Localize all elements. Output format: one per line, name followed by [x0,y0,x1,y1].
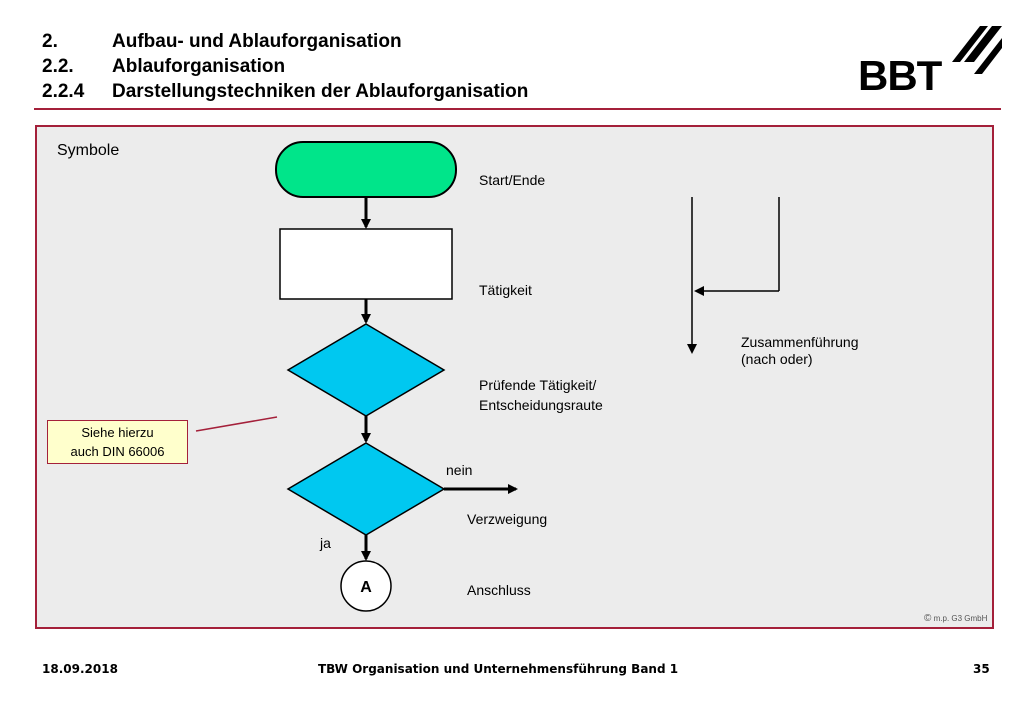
note-line-2: auch DIN 66006 [70,444,165,459]
footer-date: 18.09.2018 [42,662,118,676]
decision-label-line2: Entscheidungsraute [479,397,603,413]
title-text: Ablauforganisation [112,56,286,77]
copyright-notice: © m.p. G3 GmbH [924,613,987,624]
copyright-text: m.p. G3 GmbH [933,614,988,623]
header-divider [34,108,1001,110]
activity-label: Tätigkeit [479,282,532,298]
connector-label: Anschluss [467,582,531,598]
logo-text: BBT [858,52,943,94]
activity-shape [279,228,453,300]
decision-label-line1: Prüfende Tätigkeit/ [479,377,597,393]
decision-diamond [286,323,446,417]
note-pointer [195,416,278,432]
merge-label-line2: (nach oder) [741,351,813,367]
branch-diamond [286,442,446,536]
merge-label-line1: Zusammenführung [741,334,859,350]
title-text: Aufbau- und Ablauforganisation [112,31,402,52]
note-line-1: Siehe hierzu [81,425,154,440]
symbol-panel [35,125,994,629]
title-number: 2.2. [42,56,74,77]
panel-heading: Symbole [57,142,120,159]
branch-no-label: nein [446,462,473,478]
connector-circle [340,560,392,612]
branch-yes-label: ja [320,535,331,551]
title-number: 2.2.4 [42,81,85,102]
copyright-symbol: © [924,613,932,624]
din-note-box: Siehe hierzu auch DIN 66006 [47,420,188,464]
start-end-label: Start/Ende [479,172,546,188]
branch-label: Verzweigung [467,511,548,527]
footer-title: TBW Organisation und Unternehmensführung… [318,662,679,676]
bbt-logo: BBT [858,26,1002,94]
start-end-shape [275,141,457,198]
connector-letter: A [360,579,372,596]
title-number: 2. [42,31,58,52]
footer-page-number: 35 [973,662,990,676]
title-text: Darstellungstechniken der Ablauforganisa… [112,81,529,102]
